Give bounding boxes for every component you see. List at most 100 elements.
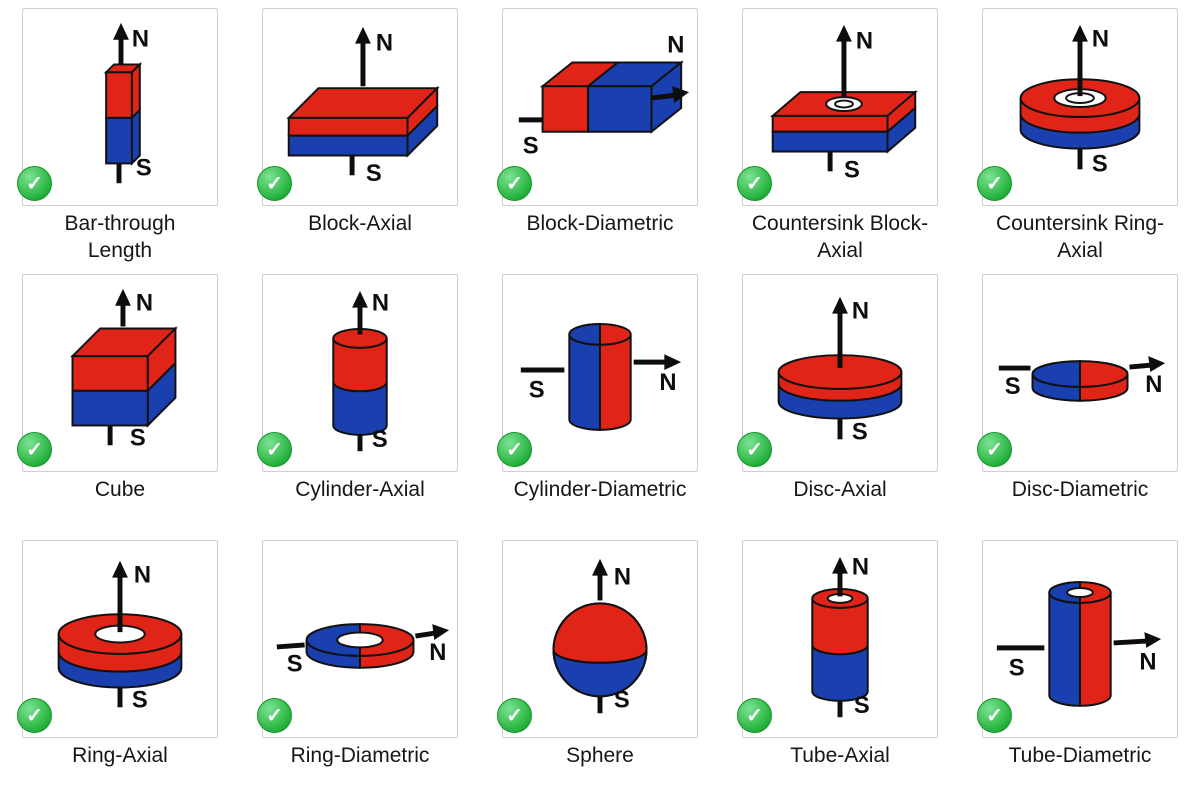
- magnet-illustration-tube-diametric: S N: [996, 581, 1162, 707]
- north-pole-label: N: [1145, 371, 1162, 398]
- check-icon: ✓: [17, 698, 52, 733]
- arrow-up: [355, 26, 371, 87]
- north-pole-label: N: [376, 30, 393, 57]
- magnet-cell: N S ✓ Ring-Axial: [0, 532, 240, 798]
- north-pole-label: N: [429, 639, 446, 666]
- magnet-label: Block-Axial: [308, 212, 412, 235]
- north-pole-label: N: [1092, 26, 1109, 53]
- magnet-cell: N S ✓ Block-Axial: [240, 0, 480, 266]
- arrow-up: [115, 288, 131, 327]
- magnet-card: N S ✓: [977, 8, 1178, 206]
- check-icon: ✓: [737, 432, 772, 467]
- arrow-up: [112, 560, 128, 633]
- south-pole-label: S: [854, 692, 870, 719]
- check-icon: ✓: [257, 166, 292, 201]
- arrow-right: [1113, 632, 1162, 648]
- magnet-label: Disc-Axial: [793, 478, 887, 501]
- magnet-card: N S ✓: [737, 8, 938, 206]
- magnet-illustration-cylinder-axial: N S: [332, 290, 389, 453]
- check-icon: ✓: [17, 166, 52, 201]
- magnet-label: Tube-Axial: [790, 744, 890, 767]
- south-pole-label: S: [614, 686, 630, 713]
- magnet-cell: N S ✓ Disc-Axial: [720, 266, 960, 532]
- arrow-up: [836, 24, 852, 97]
- south-pole-label: S: [372, 426, 388, 453]
- arrow-up: [1072, 24, 1088, 97]
- north-pole-label: N: [134, 562, 151, 589]
- magnet-card: N S ✓: [17, 540, 218, 738]
- arrow-up: [832, 556, 848, 597]
- magnet-illustration-cylinder-diametric: S N: [520, 323, 682, 431]
- magnet-label: Cube: [94, 478, 146, 501]
- magnet-card: N S ✓: [737, 274, 938, 472]
- south-pole-label: S: [529, 377, 545, 404]
- magnet-card: S N ✓: [977, 540, 1178, 738]
- magnet-card: N S ✓: [257, 8, 458, 206]
- north-pole-label: N: [667, 32, 684, 59]
- north-pole-label: N: [372, 290, 389, 317]
- arrow-up: [113, 22, 129, 65]
- south-pole-label: S: [1009, 655, 1025, 682]
- magnet-illustration-disc-axial: N S: [777, 296, 903, 445]
- check-icon: ✓: [737, 166, 772, 201]
- south-pole-label: S: [287, 651, 303, 678]
- magnet-label: Block-Diametric: [526, 212, 674, 235]
- magnet-cell: S N ✓ Disc-Diametric: [960, 266, 1200, 532]
- magnet-cell: S N ✓ Ring-Diametric: [240, 532, 480, 798]
- magnet-cell: N S ✓ Cube: [0, 266, 240, 532]
- magnet-card: N S ✓: [497, 8, 698, 206]
- magnet-illustration-tube-axial: N S: [811, 554, 870, 719]
- south-pole-label: S: [366, 160, 382, 187]
- arrow-right: [415, 624, 450, 640]
- magnet-label: Ring-Axial: [72, 744, 168, 767]
- magnet-illustration-ring-axial: N S: [57, 560, 183, 713]
- north-pole-label: N: [1139, 649, 1156, 676]
- magnet-illustration-block-diametric: N S: [518, 32, 690, 160]
- south-pole-label: S: [852, 418, 868, 445]
- magnet-label: Countersink Block-Axial: [751, 212, 929, 262]
- magnet-card: N S ✓: [17, 274, 218, 472]
- south-pole-label: S: [136, 154, 152, 181]
- arrow-right: [651, 86, 690, 104]
- magnet-label: Countersink Ring-Axial: [995, 212, 1165, 262]
- check-icon: ✓: [497, 432, 532, 467]
- magnet-illustration-ring-diametric: S N: [276, 623, 450, 678]
- arrow-right: [1129, 356, 1166, 373]
- north-pole-label: N: [852, 554, 869, 581]
- south-pole-label: S: [1092, 150, 1108, 177]
- arrow-up: [832, 296, 848, 369]
- magnet-cell: S N ✓ Tube-Diametric: [960, 532, 1200, 798]
- magnet-label: Bar-through Length: [64, 212, 176, 262]
- magnet-card: S N ✓: [257, 540, 458, 738]
- magnet-label: Cylinder-Axial: [295, 478, 425, 501]
- north-pole-label: N: [852, 298, 869, 325]
- magnet-label: Ring-Diametric: [290, 744, 430, 767]
- magnet-cell: N S ✓ Block-Diametric: [480, 0, 720, 266]
- magnet-cell: N S ✓ Cylinder-Axial: [240, 266, 480, 532]
- north-pole-label: N: [614, 564, 631, 591]
- north-pole-label: N: [659, 369, 676, 396]
- magnet-label: Cylinder-Diametric: [513, 478, 687, 501]
- magnet-label: Sphere: [566, 744, 634, 767]
- magnet-card: S N ✓: [497, 274, 698, 472]
- magnet-illustration-block-axial: N S: [286, 26, 440, 187]
- magnet-cell: S N ✓ Cylinder-Diametric: [480, 266, 720, 532]
- magnet-cell: N S ✓ Bar-through Length: [0, 0, 240, 266]
- south-pole-label: S: [523, 133, 539, 160]
- magnet-card: N S ✓: [497, 540, 698, 738]
- check-icon: ✓: [977, 698, 1012, 733]
- south-pole-label: S: [130, 424, 146, 451]
- arrow-right: [633, 354, 682, 371]
- magnet-card: N S ✓: [737, 540, 938, 738]
- south-pole-label: S: [132, 686, 148, 713]
- check-icon: ✓: [257, 698, 292, 733]
- magnet-card: S N ✓: [977, 274, 1178, 472]
- south-pole-label: S: [844, 156, 860, 183]
- magnet-card: N S ✓: [17, 8, 218, 206]
- magnet-cell: N S ✓ Tube-Axial: [720, 532, 960, 798]
- check-icon: ✓: [257, 432, 292, 467]
- arrow-up: [592, 558, 608, 601]
- arrow-up: [352, 290, 368, 335]
- check-icon: ✓: [977, 166, 1012, 201]
